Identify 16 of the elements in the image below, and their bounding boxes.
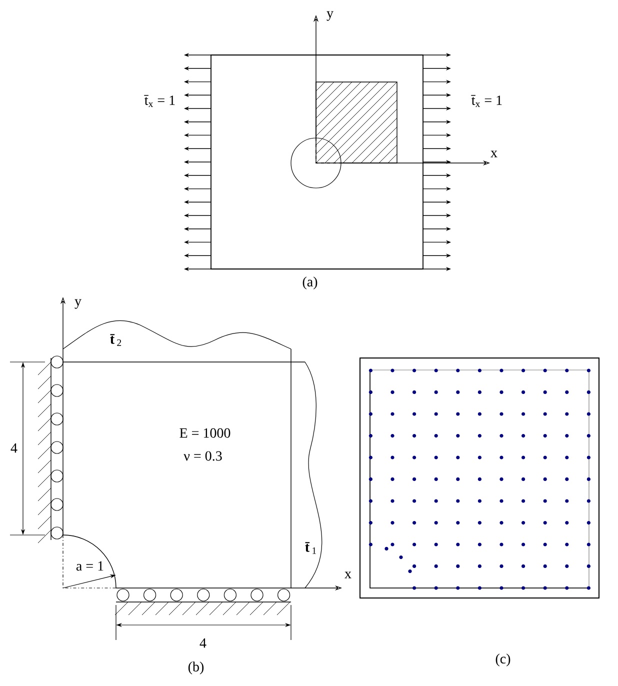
load-label: t̄$_{1}$ [305, 542, 316, 554]
load-label: t̄$_{x}$ = 1 [471, 95, 502, 107]
panel-label: (a) [302, 276, 318, 290]
panel-label: (c) [496, 654, 510, 666]
panel-label: (b) [188, 662, 204, 674]
radius-label: a = 1 [76, 561, 104, 571]
load-label: t̄$_{x}$ = 1 [144, 95, 175, 107]
axis-label: y [74, 299, 82, 309]
material-label: ν = 0.3 [184, 451, 222, 461]
dimension-label: 4 [200, 638, 206, 648]
load-label: t̄$_{2}$ [110, 334, 122, 346]
material-label: E = 1000 [180, 428, 230, 438]
axis-label: y [326, 11, 334, 21]
axis-label: x [344, 572, 352, 578]
dimension-label: 4 [10, 443, 18, 453]
axis-label: x [490, 150, 498, 158]
